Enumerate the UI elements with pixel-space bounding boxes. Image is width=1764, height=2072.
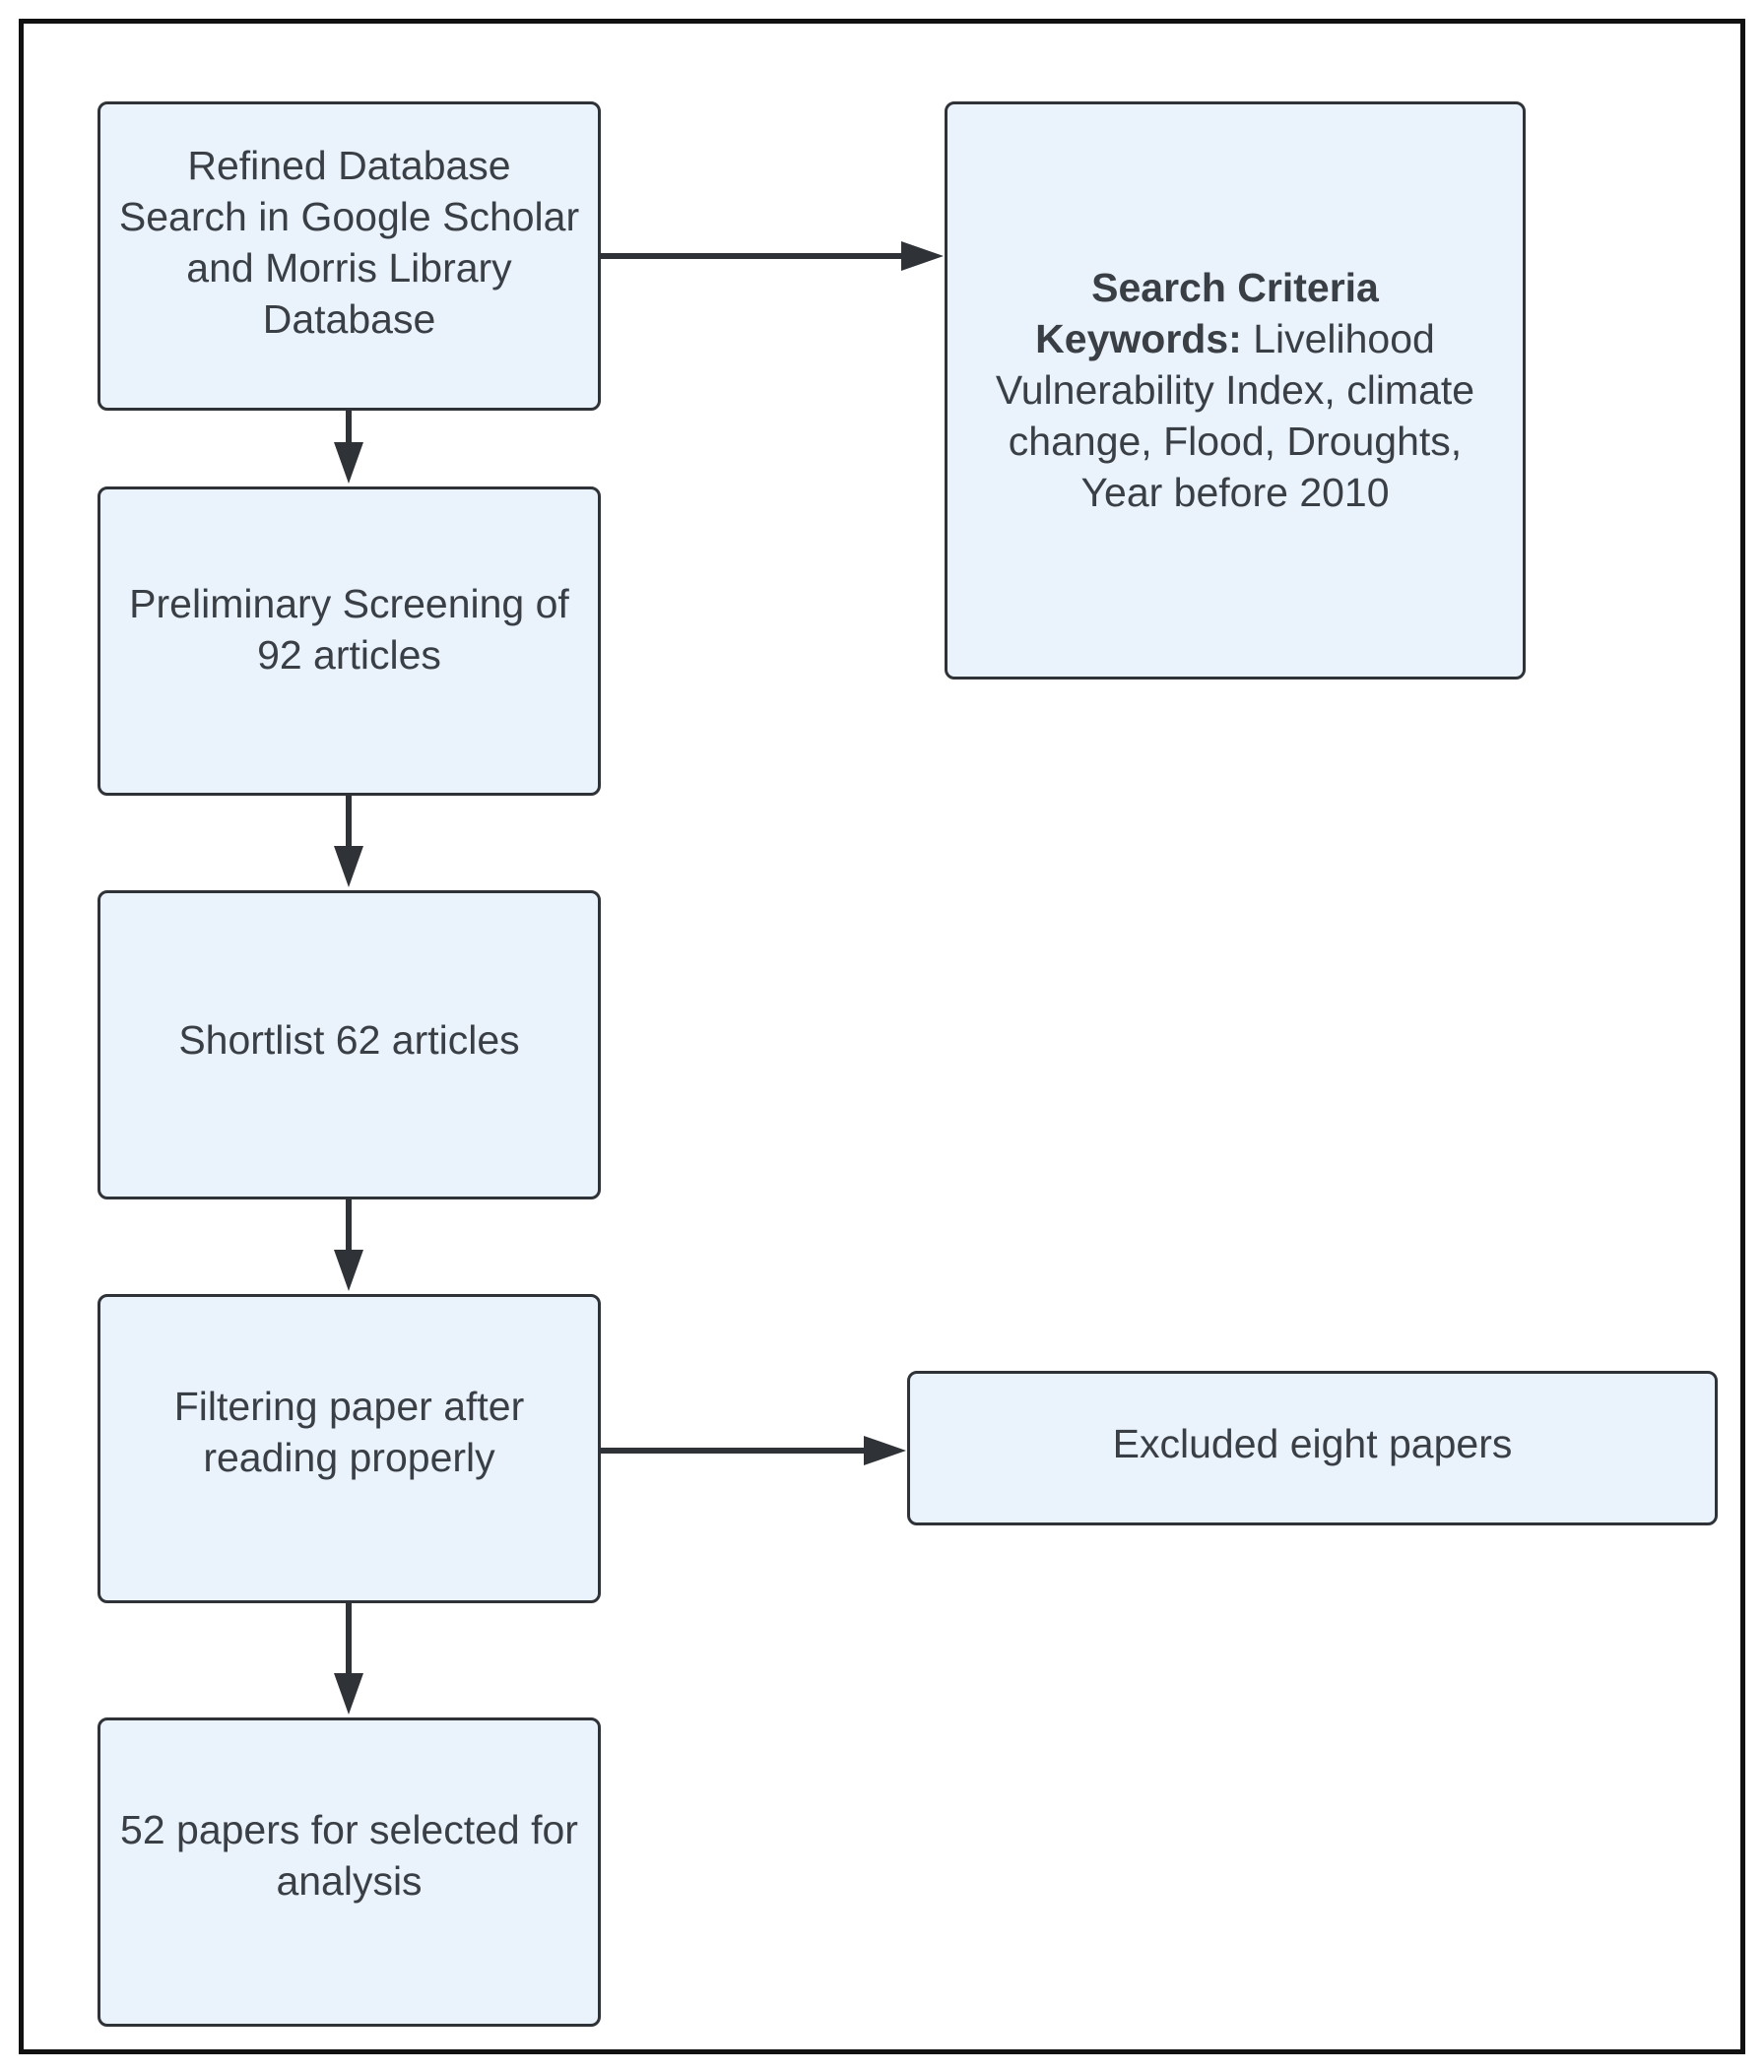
filtering-box-text: Filtering paper after reading properly bbox=[173, 1383, 525, 1480]
excluded-box: Excluded eight papers bbox=[907, 1371, 1718, 1525]
search-criteria-heading: Search Criteria bbox=[1091, 265, 1379, 310]
screening-box: Preliminary Screening of 92 articles bbox=[98, 486, 601, 796]
keywords-label: Keywords: bbox=[1035, 316, 1242, 361]
search-criteria-box: Search Criteria Keywords: Livelihood Vul… bbox=[945, 101, 1526, 680]
shortlist-box: Shortlist 62 articles bbox=[98, 890, 601, 1199]
search-box: Refined Database Search in Google Schola… bbox=[98, 101, 601, 411]
screening-box-text: Preliminary Screening of 92 articles bbox=[129, 580, 569, 678]
search-criteria-text: Search Criteria Keywords: Livelihood Vul… bbox=[965, 262, 1505, 518]
selected-box: 52 papers for selected for analysis bbox=[98, 1717, 601, 2027]
search-box-text: Refined Database Search in Google Schola… bbox=[118, 143, 580, 342]
selected-box-text: 52 papers for selected for analysis bbox=[120, 1806, 578, 1904]
filtering-box: Filtering paper after reading properly bbox=[98, 1294, 601, 1603]
keywords-list: Livelihood Vulnerability Index, climate … bbox=[995, 316, 1475, 515]
shortlist-box-text: Shortlist 62 articles bbox=[178, 1017, 520, 1063]
excluded-box-text: Excluded eight papers bbox=[1112, 1420, 1513, 1466]
